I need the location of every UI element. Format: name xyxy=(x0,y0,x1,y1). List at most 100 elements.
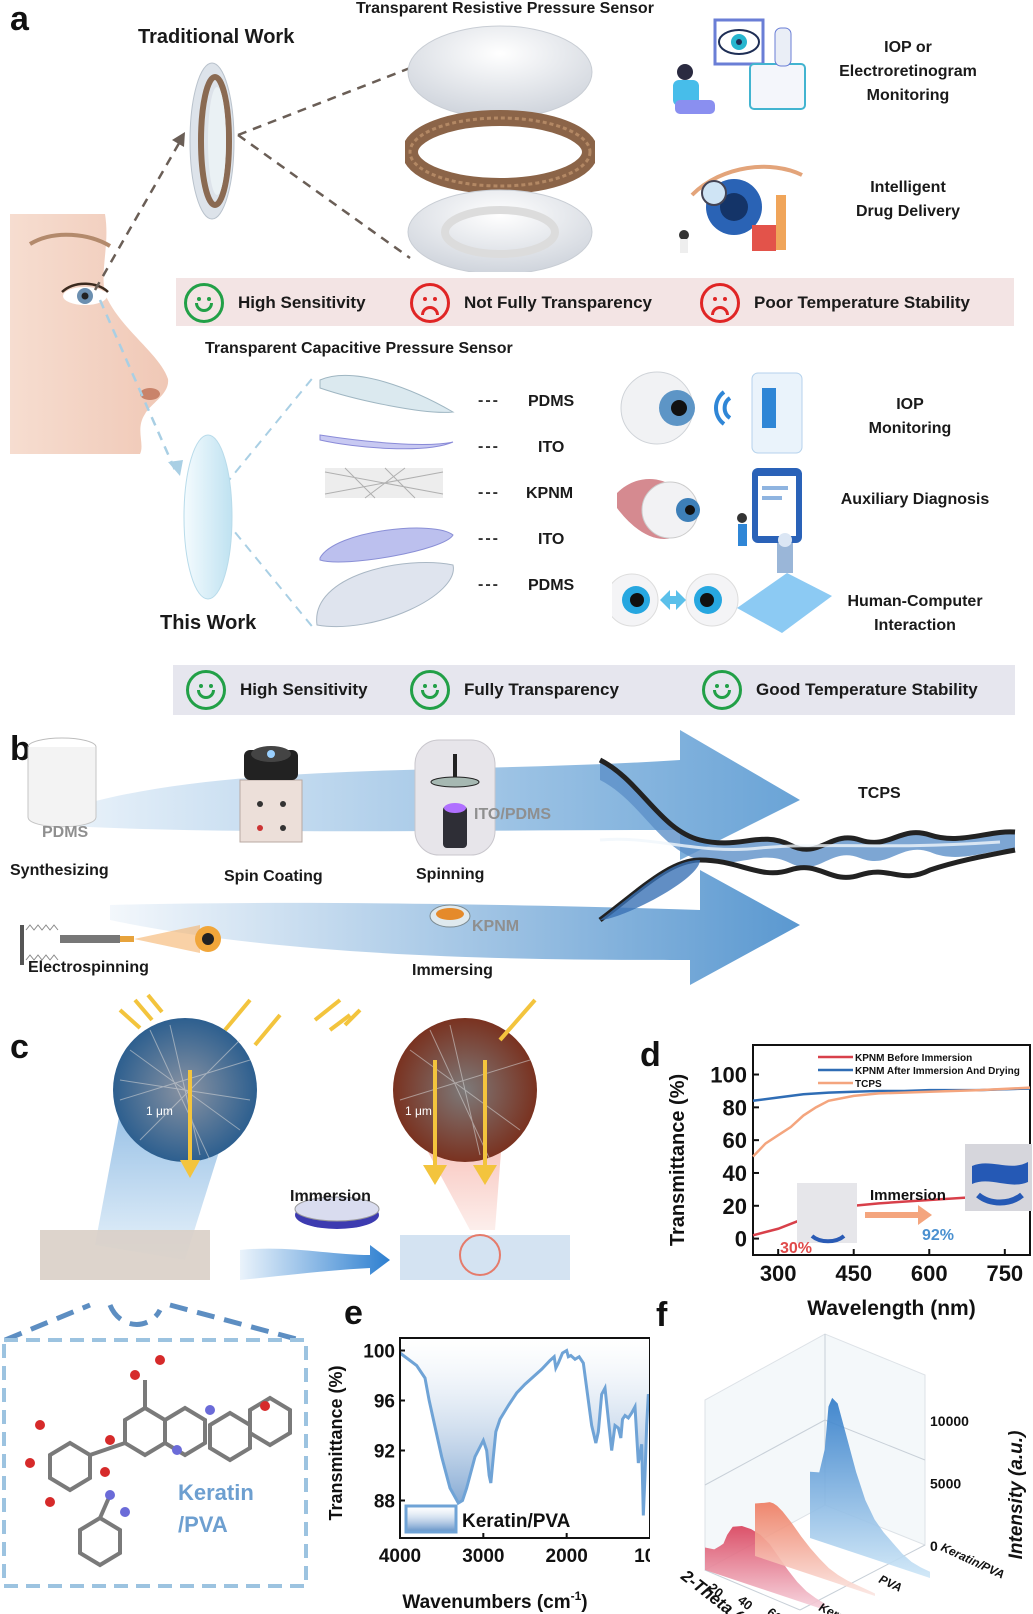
chart-d-x-axis-label: Wavelength (nm) xyxy=(807,1297,975,1320)
face-profile-illustration xyxy=(10,214,169,454)
chart-d-ytick-label: 40 xyxy=(723,1161,747,1186)
step-electrospinning-label: Electrospinning xyxy=(28,959,149,976)
chart-d-series-tcps xyxy=(752,1086,1031,1158)
app-iop-electroretinogram-label: IOP or Electroretinogram Monitoring xyxy=(839,39,977,104)
chart-d-ytick-label: 100 xyxy=(710,1063,747,1088)
resistive-sensor-title: Transparent Resistive Pressure Sensor xyxy=(356,0,654,17)
layer-connector: --- xyxy=(478,576,500,593)
chart-d-y-axis-label: Transmittance (%) xyxy=(667,1074,689,1246)
chart-e-xtick-label: 3000 xyxy=(462,1546,504,1567)
spinning-chamber-icon xyxy=(414,739,496,856)
panel-f-letter: f xyxy=(656,1296,668,1334)
chart-d-xtick-label: 300 xyxy=(760,1261,797,1286)
sample-after-photo xyxy=(965,1144,1032,1211)
chart-f-category-label: Keratin xyxy=(817,1600,860,1614)
chart-e-x-axis-label-main: Wavenumbers (cm xyxy=(402,1592,570,1613)
smile-face-icon xyxy=(184,283,224,323)
layer-connector: --- xyxy=(478,484,500,501)
traditional-contact-lens xyxy=(189,62,235,220)
panel-a-letter: a xyxy=(10,0,29,38)
chart-f-category-label: PVA xyxy=(877,1572,904,1595)
beaker-pdms-label: PDMS xyxy=(42,824,89,841)
light-transmission-schematic xyxy=(40,993,570,1280)
chart-d-xtick-label: 750 xyxy=(986,1261,1023,1286)
step-spinning-label: Spinning xyxy=(416,866,485,883)
step-immersing-label: Immersing xyxy=(412,962,493,979)
frown-face-icon xyxy=(700,283,740,323)
feature-high-sensitivity-traditional: High Sensitivity xyxy=(184,283,366,323)
clipboard-diagnosis-icon xyxy=(737,468,802,546)
smile-face-icon xyxy=(186,670,226,710)
layer-connector: --- xyxy=(478,392,500,409)
immersion-process-arrow xyxy=(240,1245,390,1280)
chart-d-ytick-label: 80 xyxy=(723,1095,747,1120)
app-auxiliary-diagnosis-label: Auxiliary Diagnosis xyxy=(840,491,990,508)
panel-d-letter: d xyxy=(640,1036,661,1074)
chart-e-ytick-label: 100 xyxy=(363,1342,395,1363)
fabrication-flow-diagram xyxy=(20,730,1016,985)
tcps-product-label: TCPS xyxy=(858,785,901,802)
chart-e-ftir: 889296100400030002000100 Keratin/PVA Tra… xyxy=(326,1337,650,1613)
spinning-material-label: ITO/PDMS xyxy=(474,806,552,823)
this-work-title: This Work xyxy=(160,612,257,634)
panel-e-letter: e xyxy=(344,1294,363,1332)
step-spin-coating-label: Spin Coating xyxy=(224,868,323,885)
top-layer xyxy=(407,25,593,119)
layer-ito-bottom xyxy=(319,527,454,563)
wireless-monitor-icon xyxy=(714,372,803,454)
feature-poor-temperature-stability: Poor Temperature Stability xyxy=(700,283,970,323)
layer-label-ito: ITO xyxy=(538,439,565,456)
chart-d-legend-label: TCPS xyxy=(855,1079,882,1090)
immersion-label: Immersion xyxy=(290,1188,371,1205)
chart-e-legend-label: Keratin/PVA xyxy=(462,1511,571,1532)
this-work-contact-lens xyxy=(183,434,233,600)
chart-e-plot-frame xyxy=(399,1337,650,1539)
traditional-work-title: Traditional Work xyxy=(138,26,295,48)
light-rays xyxy=(118,993,537,1185)
feature-fully-transparency: Fully Transparency xyxy=(410,670,619,710)
layer-ito-top xyxy=(319,434,454,450)
electrospinning-setup-icon xyxy=(20,924,221,965)
chart-e-xtick-label: 100 xyxy=(634,1546,650,1567)
layer-pdms-bottom xyxy=(316,562,454,627)
molecule-structure xyxy=(48,1380,292,1568)
immersing-dish-icon xyxy=(429,904,471,928)
chart-d-ytick-label: 60 xyxy=(723,1128,747,1153)
chart-d-xtick-label: 600 xyxy=(911,1261,948,1286)
panel-b-letter: b xyxy=(10,730,31,768)
chart-f-ytick-label: 5000 xyxy=(930,1476,961,1492)
layer-connector: --- xyxy=(478,438,500,455)
layer-label-kpnm: KPNM xyxy=(526,485,574,502)
chart-d-ytick-label: 20 xyxy=(723,1194,747,1219)
layer-label-ito: ITO xyxy=(538,531,565,548)
kpnm-fiber-mat-after xyxy=(400,1235,570,1280)
spin-coater-icon xyxy=(239,746,303,843)
chart-e-legend-swatch xyxy=(404,1504,458,1534)
layer-label-pdms: PDMS xyxy=(528,393,575,410)
beaker-icon xyxy=(27,737,97,828)
keratin-pva-molecule-box xyxy=(2,1302,308,1588)
chart-f-series-keratin xyxy=(705,1526,825,1610)
panel-c-letter: c xyxy=(10,1028,29,1066)
feature-not-fully-transparency: Not Fully Transparency xyxy=(410,283,652,323)
eye-anatomy-icon xyxy=(617,478,700,539)
capacitive-app-illustrations xyxy=(612,371,832,633)
immersing-material-label: KPNM xyxy=(472,918,520,935)
layer-pdms-top xyxy=(319,374,455,413)
feature-high-sensitivity-this-work: High Sensitivity xyxy=(186,670,368,710)
app-human-computer-interaction-label: Human-Computer Interaction xyxy=(847,593,983,634)
eye-tracking-icon xyxy=(612,573,739,627)
chart-e-x-axis-label-superscript: -1 xyxy=(571,1589,582,1603)
annotation-immersion: Immersion xyxy=(870,1187,946,1204)
smile-face-icon xyxy=(702,670,742,710)
smile-face-icon xyxy=(410,670,450,710)
tcps-device-illustration xyxy=(598,757,1016,922)
immersion-arrow-head xyxy=(918,1205,932,1225)
scale-bar-right: 1 μm xyxy=(405,1104,432,1118)
chart-d-ytick-label: 0 xyxy=(735,1227,747,1252)
chart-e-area-fill xyxy=(400,1338,650,1516)
chart-f-ytick-label: 0 xyxy=(930,1538,938,1554)
chart-e-y-axis-label: Transmittance (%) xyxy=(326,1365,346,1520)
sample-before-photo xyxy=(797,1183,857,1244)
